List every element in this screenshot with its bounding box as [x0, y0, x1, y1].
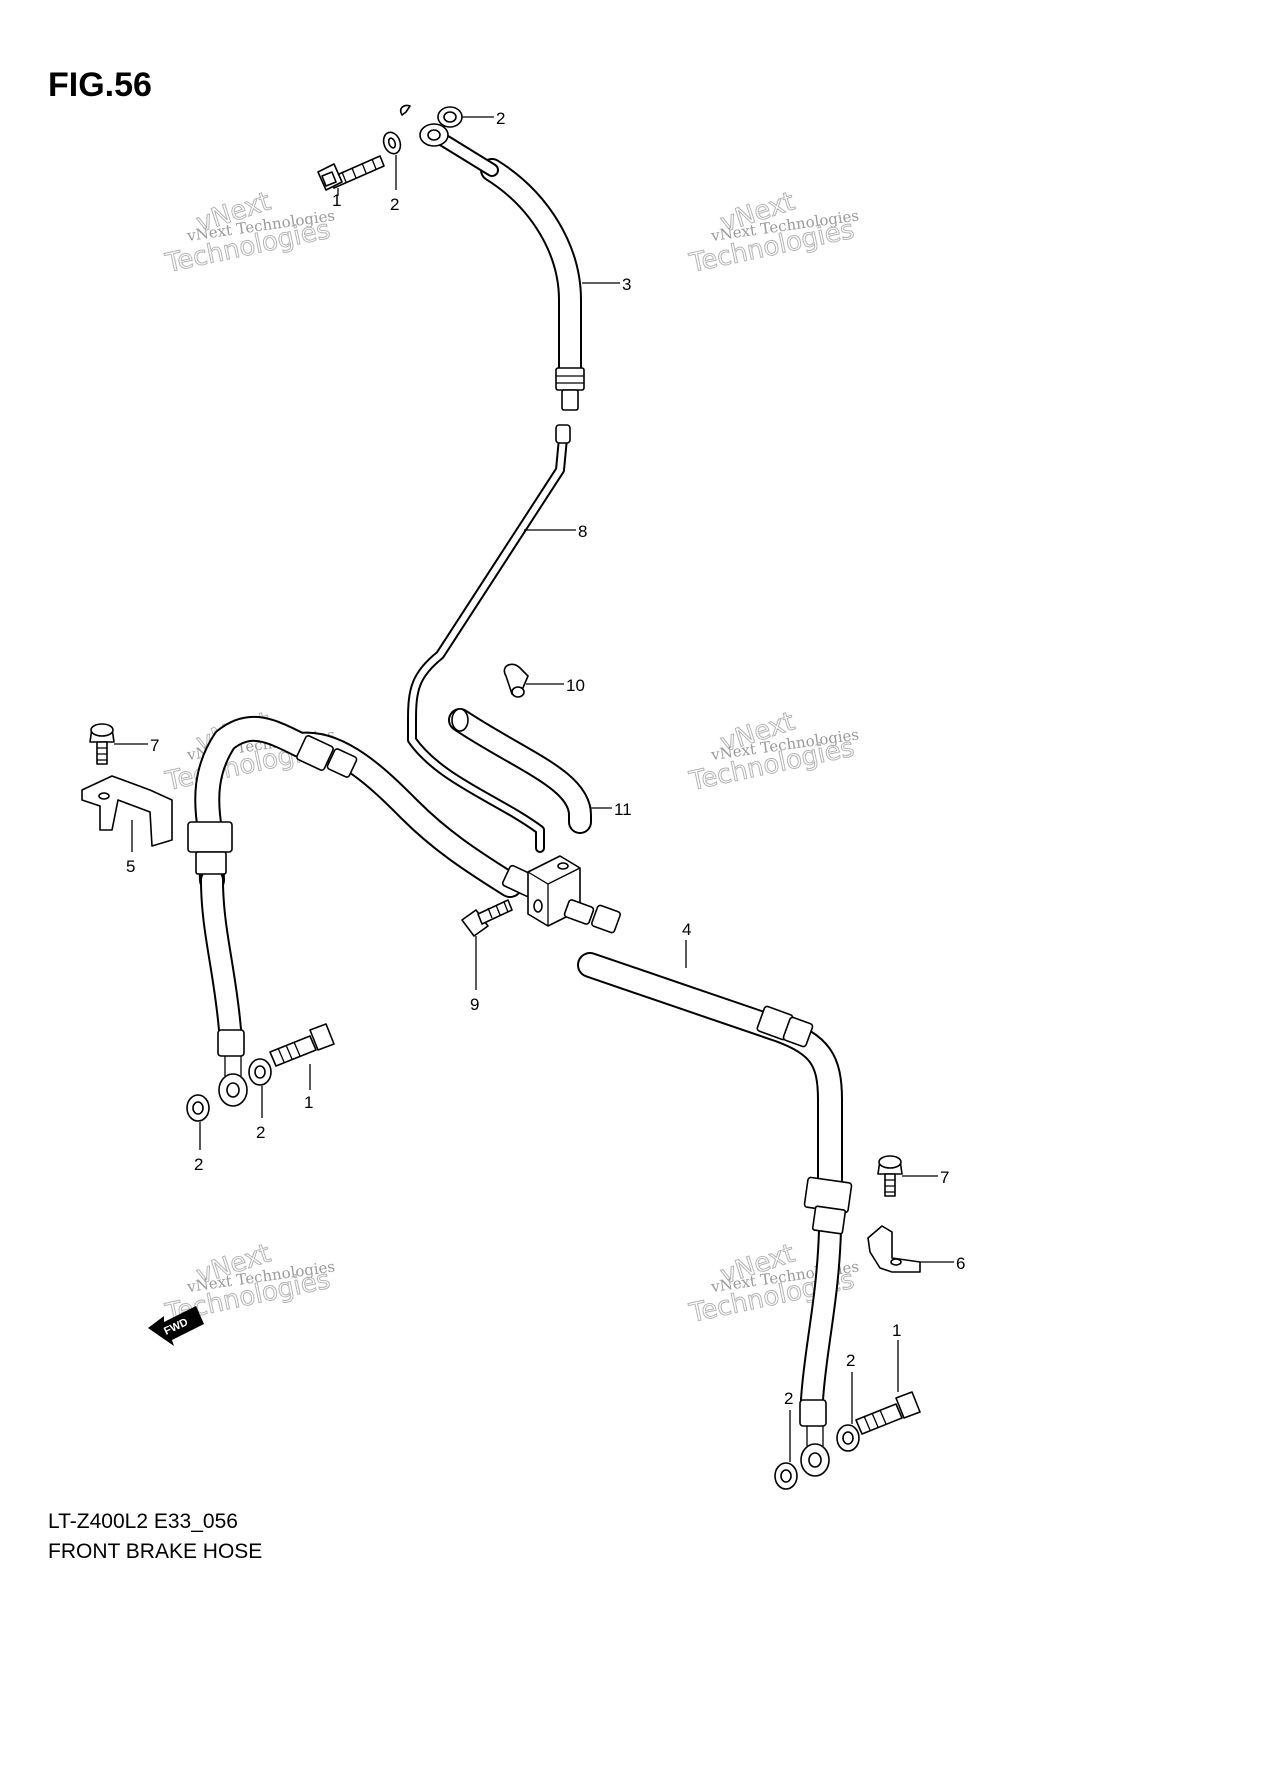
callout-2-right-a: 2 [846, 1351, 855, 1424]
svg-text:5: 5 [126, 857, 135, 876]
svg-text:2: 2 [390, 195, 399, 214]
bolt-right-part-7 [877, 1155, 903, 1197]
svg-text:3: 3 [622, 275, 631, 294]
callout-10: 10 [526, 676, 585, 695]
washer-left-b [186, 1094, 210, 1122]
callout-2-top-right: 2 [462, 109, 505, 128]
bolt-junction-part-9 [461, 899, 513, 937]
callout-2-left-a: 2 [256, 1086, 265, 1142]
forward-arrow-icon: FWD [148, 1306, 204, 1346]
svg-text:2: 2 [496, 109, 505, 128]
figure-title: FIG.56 [48, 66, 152, 104]
washer-top-a [382, 131, 402, 155]
callout-1-top: 1 [332, 188, 341, 210]
union-bolt-top-part-1 [317, 155, 385, 191]
hose-left [187, 715, 523, 1107]
hose-protector-part-11 [448, 708, 592, 834]
union-bolt-left-part-1 [269, 1023, 335, 1067]
washer-left-a [248, 1058, 272, 1086]
bolt-left-part-7 [89, 723, 115, 765]
svg-text:2: 2 [784, 1389, 793, 1408]
hose-junction-block [501, 855, 621, 934]
clamp-part-10 [503, 663, 529, 698]
svg-text:6: 6 [956, 1254, 965, 1273]
svg-text:11: 11 [614, 800, 632, 819]
washer-top-b [437, 106, 463, 128]
svg-text:2: 2 [256, 1123, 265, 1142]
watermark-top-left: vNext Technologies Technologies vNext [162, 186, 336, 279]
union-bolt-right-part-1 [855, 1391, 921, 1435]
callout-11: 11 [590, 800, 632, 819]
washer-right-a [836, 1424, 860, 1452]
svg-text:2: 2 [846, 1351, 855, 1370]
callout-2-top-left: 2 [390, 155, 399, 214]
callout-1-right: 1 [892, 1321, 901, 1392]
callout-8: 8 [524, 522, 587, 541]
svg-text:9: 9 [470, 995, 479, 1014]
hose-upper-part-3 [419, 123, 585, 411]
bracket-right-part-6 [867, 1225, 921, 1273]
callout-3: 3 [582, 275, 631, 294]
svg-text:1: 1 [892, 1321, 901, 1340]
svg-text:8: 8 [578, 522, 587, 541]
svg-text:1: 1 [304, 1093, 313, 1112]
figure-name: FRONT BRAKE HOSE [48, 1540, 263, 1563]
callout-7-right: 7 [902, 1168, 949, 1187]
bracket-left-part-5 [81, 775, 173, 847]
callout-6: 6 [920, 1254, 965, 1273]
washer-right-b [774, 1462, 798, 1490]
svg-text:2: 2 [194, 1155, 203, 1174]
brake-pipe-part-8 [407, 424, 571, 853]
callout-1-left: 1 [304, 1064, 313, 1112]
svg-text:4: 4 [682, 920, 691, 939]
callout-4: 4 [682, 920, 691, 968]
callout-9: 9 [470, 936, 479, 1014]
svg-text:10: 10 [566, 676, 585, 695]
callout-2-right-b: 2 [784, 1389, 793, 1462]
svg-text:1: 1 [332, 191, 341, 210]
callout-5: 5 [126, 820, 135, 876]
watermark-top-right: vNext Technologies Technologies vNext [686, 186, 860, 279]
watermark-middle-right: vNext Technologies Technologies vNext [686, 706, 860, 797]
callout-7-left: 7 [114, 736, 159, 755]
hose-right-part-4 [577, 952, 853, 1477]
clip-top [399, 104, 411, 116]
svg-text:7: 7 [150, 736, 159, 755]
callout-2-left-b: 2 [194, 1122, 203, 1174]
svg-text:7: 7 [940, 1168, 949, 1187]
model-code: LT-Z400L2 E33_056 [48, 1510, 238, 1533]
